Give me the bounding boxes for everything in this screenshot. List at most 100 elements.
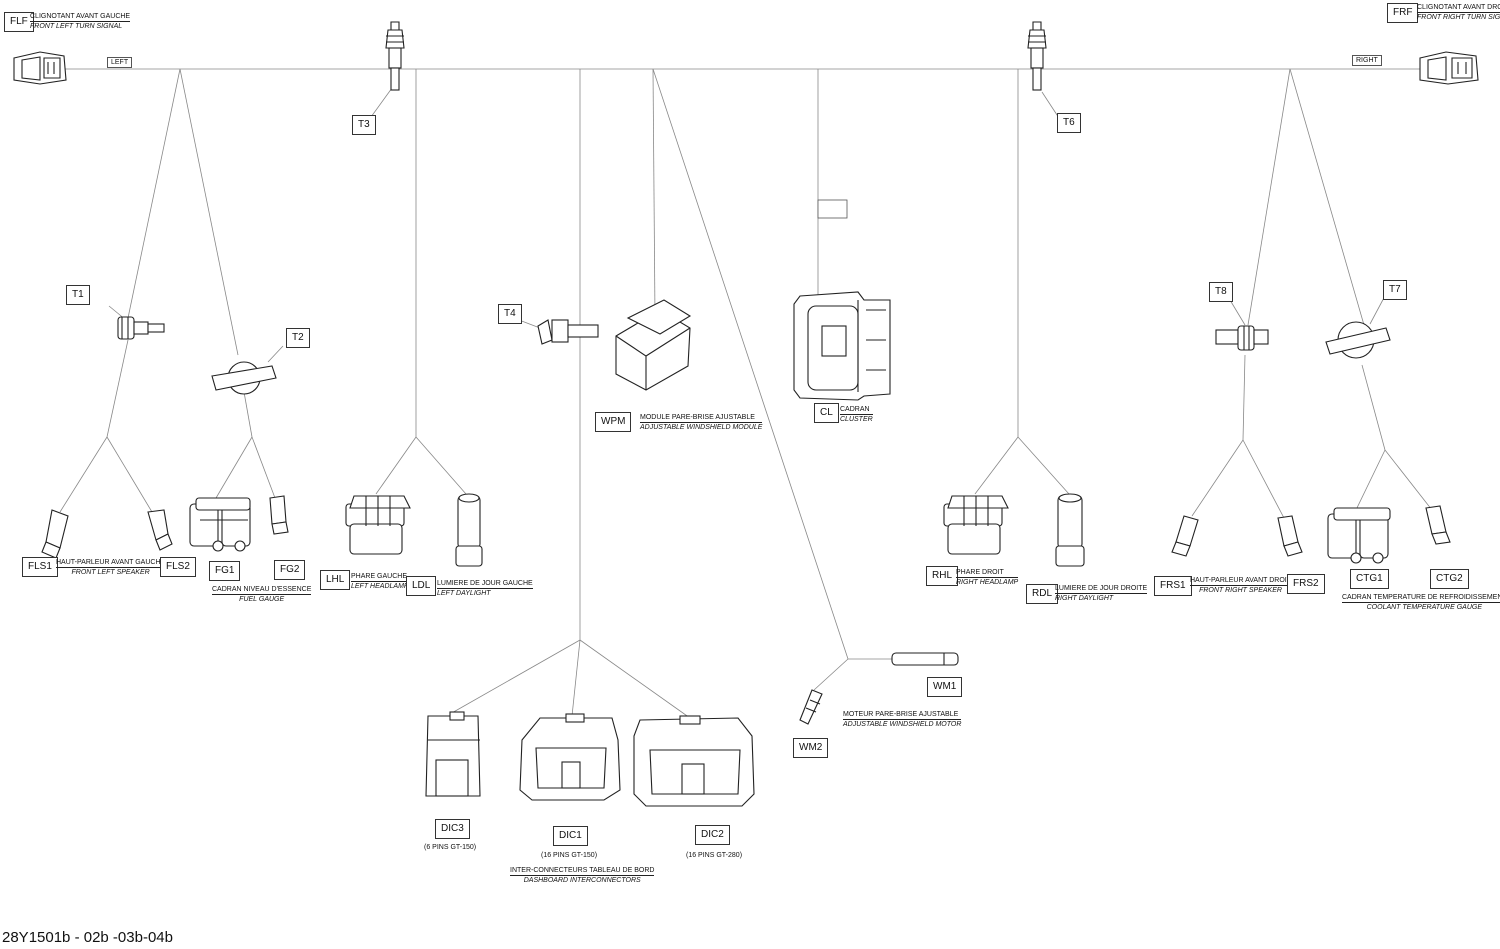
front-right-turn-signal-connector [1419,51,1479,85]
fg-description: CADRAN NIVEAU D'ESSENCE FUEL GAUGE [212,585,312,604]
dic2-pins: (16 PINS GT-280) [686,852,743,859]
right-side-tag: RIGHT [1352,55,1382,66]
frf-label-en: FRONT RIGHT TURN SIGNAL [1417,14,1500,21]
dic3-connector [425,711,481,797]
t4-sensor [537,319,599,345]
ldl-description: LUMIERE DE JOUR GAUCHE LEFT DAYLIGHT [437,579,533,598]
left-daylight-connector [455,493,483,567]
dic1-tag: DIC1 [553,826,588,846]
frf-tag: FRF [1387,3,1419,23]
ctg-description: CADRAN TEMPERATURE DE REFROIDISSEMENT CO… [1342,593,1500,612]
dic1-pins: (16 PINS GT-150) [541,852,598,859]
cl-tag: CL [814,403,839,423]
wpm-tag: WPM [595,412,632,432]
frs-label-en: FRONT RIGHT SPEAKER [1199,587,1282,594]
fls-label-en: FRONT LEFT SPEAKER [71,569,150,576]
dic-description: INTER-CONNECTEURS TABLEAU DE BORD DASHBO… [510,866,655,885]
frs1-terminal [1171,515,1199,557]
wpm-description: MODULE PARE-BRISE AJUSTABLE ADJUSTABLE W… [640,413,763,432]
t4-tag: T4 [498,304,522,324]
dic1-connector [519,713,621,801]
frs2-terminal [1277,515,1303,557]
t6-sensor [1027,21,1047,91]
fls-description: HAUT-PARLEUR AVANT GAUCHE FRONT LEFT SPE… [56,558,166,577]
lhl-description: PHARE GAUCHE LEFT HEADLAMP [351,572,409,591]
cl-label-fr: CADRAN [840,405,873,415]
wpm-label-fr: MODULE PARE-BRISE AJUSTABLE [640,413,763,423]
ctg2-tag: CTG2 [1430,569,1469,589]
fls2-terminal [147,509,173,551]
cl-label-en: CLUSTER [840,416,873,423]
t1-tag: T1 [66,285,90,305]
rdl-tag: RDL [1026,584,1059,604]
frs2-tag: FRS2 [1287,574,1325,594]
right-headlamp-connector [943,495,1009,555]
t3-tag: T3 [352,115,376,135]
flf-label-fr: CLIGNOTANT AVANT GAUCHE [30,13,131,22]
t8-sensor [1215,325,1269,351]
wm-label-fr: MOTEUR PARE-BRISE AJUSTABLE [843,710,962,720]
ctg1-connector [1327,507,1391,564]
rhl-tag: RHL [926,566,959,586]
ctg1-tag: CTG1 [1350,569,1389,589]
fls1-terminal [41,509,69,559]
rhl-description: PHARE DROIT RIGHT HEADLAMP [956,568,1019,587]
t2-tag: T2 [286,328,310,348]
lhl-label-en: LEFT HEADLAMP [351,583,409,590]
t2-sensor [211,361,277,395]
t3-sensor [385,21,405,91]
frs-description: HAUT-PARLEUR AVANT DROIT FRONT RIGHT SPE… [1190,576,1291,595]
drawing-code: 28Y1501b - 02b -03b-04b [2,929,173,946]
ldl-label-fr: LUMIERE DE JOUR GAUCHE [437,580,533,589]
dic2-connector [633,715,755,807]
rhl-label-en: RIGHT HEADLAMP [956,579,1019,586]
t8-tag: T8 [1209,282,1233,302]
rdl-label-en: RIGHT DAYLIGHT [1055,595,1114,602]
dic-label-fr: INTER-CONNECTEURS TABLEAU DE BORD [510,867,655,876]
ctg2-terminal [1425,505,1451,545]
ldl-tag: LDL [406,576,437,596]
flf-description: CLIGNOTANT AVANT GAUCHE FRONT LEFT TURN … [30,12,131,31]
wm-label-en: ADJUSTABLE WINDSHIELD MOTOR [843,721,962,728]
wm2-tag: WM2 [793,738,829,758]
right-daylight-connector [1055,493,1085,567]
fg1-tag: FG1 [209,561,241,581]
fg-label-en: FUEL GAUGE [239,596,285,603]
flf-tag: FLF [4,12,34,32]
rhl-label-fr: PHARE DROIT [956,568,1019,578]
wpm-label-en: ADJUSTABLE WINDSHIELD MODULE [640,424,763,431]
t6-tag: T6 [1057,113,1081,133]
windshield-module-connector [615,299,692,391]
fls-label-fr: HAUT-PARLEUR AVANT GAUCHE [56,559,166,568]
fg1-connector [189,497,251,552]
left-headlamp-connector [345,495,411,555]
rdl-label-fr: LUMIERE DE JOUR DROITE [1055,585,1148,594]
fg-label-fr: CADRAN NIVEAU D'ESSENCE [212,586,312,595]
frs1-tag: FRS1 [1154,576,1192,596]
ctg-label-fr: CADRAN TEMPERATURE DE REFROIDISSEMENT [1342,593,1500,603]
cluster-connector [793,291,891,401]
lhl-label-fr: PHARE GAUCHE [351,573,409,582]
rdl-description: LUMIERE DE JOUR DROITE RIGHT DAYLIGHT [1055,584,1148,603]
wm1-terminal [891,652,959,666]
left-side-tag: LEFT [107,57,133,68]
fls1-tag: FLS1 [22,557,58,577]
lhl-tag: LHL [320,570,351,590]
frf-description: CLIGNOTANT AVANT DROIT FRONT RIGHT TURN … [1417,3,1500,22]
wm-description: MOTEUR PARE-BRISE AJUSTABLE ADJUSTABLE W… [843,710,962,729]
t7-tag: T7 [1383,280,1407,300]
t7-sensor [1325,321,1391,359]
wm2-terminal [799,689,823,725]
fls2-tag: FLS2 [160,557,196,577]
dic3-pins: (6 PINS GT-150) [424,844,477,851]
wm1-tag: WM1 [927,677,963,697]
t1-sensor [117,316,165,340]
dic3-tag: DIC3 [435,819,470,839]
wire-lines [59,68,1433,719]
dic-label-en: DASHBOARD INTERCONNECTORS [523,877,641,884]
ldl-label-en: LEFT DAYLIGHT [437,590,491,597]
ctg-label-en: COOLANT TEMPERATURE GAUGE [1366,604,1483,611]
frf-label-fr: CLIGNOTANT AVANT DROIT [1417,3,1500,13]
flf-label-en: FRONT LEFT TURN SIGNAL [30,23,123,30]
frs-label-fr: HAUT-PARLEUR AVANT DROIT [1190,577,1291,586]
